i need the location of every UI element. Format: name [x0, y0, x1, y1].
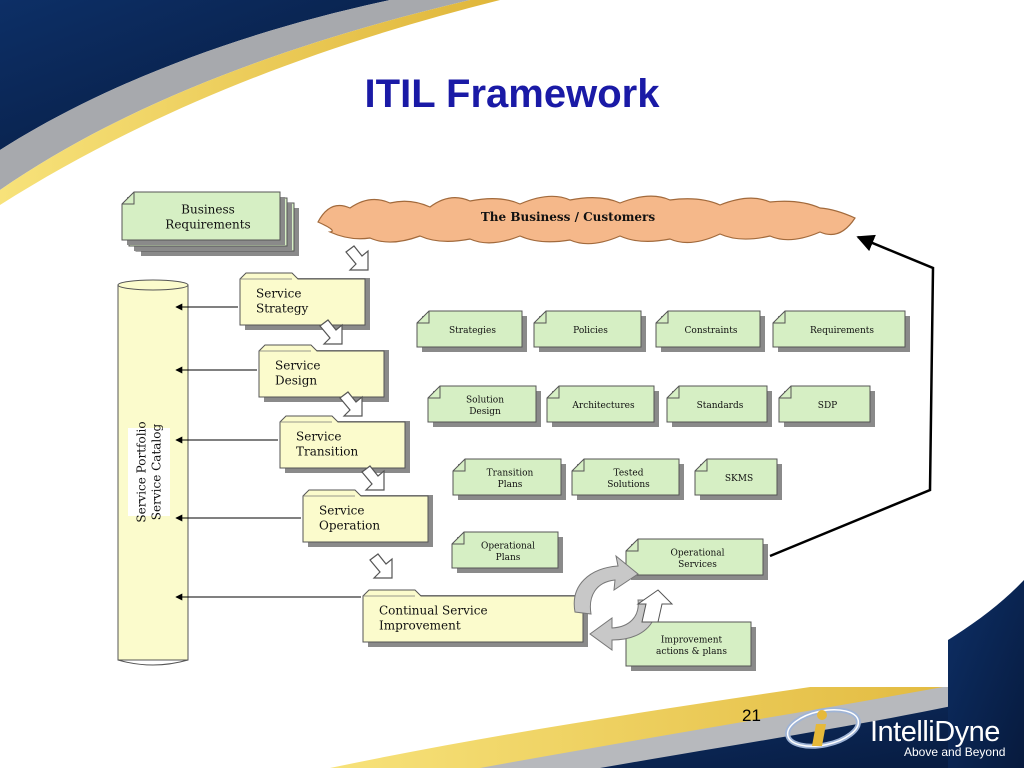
output-box-6	[546, 385, 659, 427]
portfolio-cylinder-top	[117, 279, 189, 291]
flow-arrow-1	[345, 245, 369, 271]
cycle-arrow-bottom	[589, 599, 657, 651]
customers-cloud	[317, 195, 856, 245]
output-box-9	[452, 458, 566, 500]
stage-box-3	[279, 415, 410, 473]
cycle-arrow-top	[573, 554, 639, 615]
output-box-5	[427, 385, 541, 427]
flow-arrow-2	[319, 319, 343, 345]
stage-box-4	[302, 489, 433, 547]
output-label-8: SDP	[818, 401, 837, 411]
output-box-11	[694, 458, 782, 500]
output-label-2: Policies	[573, 326, 608, 336]
customers-label: The Business / Customers	[481, 210, 655, 224]
output-box-14	[625, 621, 756, 671]
output-box-2	[533, 310, 646, 352]
output-box-1	[416, 310, 527, 352]
output-box-8	[778, 385, 875, 427]
output-label-11: SKMS	[725, 474, 753, 484]
stage-box-1	[239, 272, 370, 330]
output-box-13	[625, 538, 768, 580]
stage-box-5	[362, 589, 588, 647]
portfolio-cylinder-bottom	[117, 659, 189, 666]
business-requirements-doc	[121, 191, 285, 245]
output-box-10	[571, 458, 684, 500]
portfolio-label: Service PortfolioService Catalog	[135, 421, 164, 522]
slide-number: 21	[742, 706, 761, 725]
slide-title: ITIL Framework	[364, 72, 660, 116]
brand-tagline: Above and Beyond	[904, 745, 1006, 759]
output-box-4	[772, 310, 910, 352]
flow-arrow-3	[339, 391, 363, 417]
feedback-arrow	[769, 234, 935, 558]
portfolio-label-bg	[128, 428, 170, 516]
output-label-4: Requirements	[810, 326, 874, 336]
output-label-7: Standards	[697, 401, 744, 411]
intellidyne-logo-icon	[785, 707, 861, 749]
output-box-12	[451, 531, 563, 573]
flow-arrow-4	[361, 465, 385, 491]
output-box-7	[666, 385, 772, 427]
improvement-up-arrow	[636, 589, 674, 623]
stage-box-2	[258, 344, 389, 402]
output-label-6: Architectures	[571, 401, 635, 411]
brand-name: IntelliDyne	[870, 716, 1000, 748]
output-label-1: Strategies	[449, 326, 496, 336]
output-box-3	[655, 310, 765, 352]
flow-arrow-5	[369, 553, 393, 579]
output-label-3: Constraints	[685, 326, 738, 336]
